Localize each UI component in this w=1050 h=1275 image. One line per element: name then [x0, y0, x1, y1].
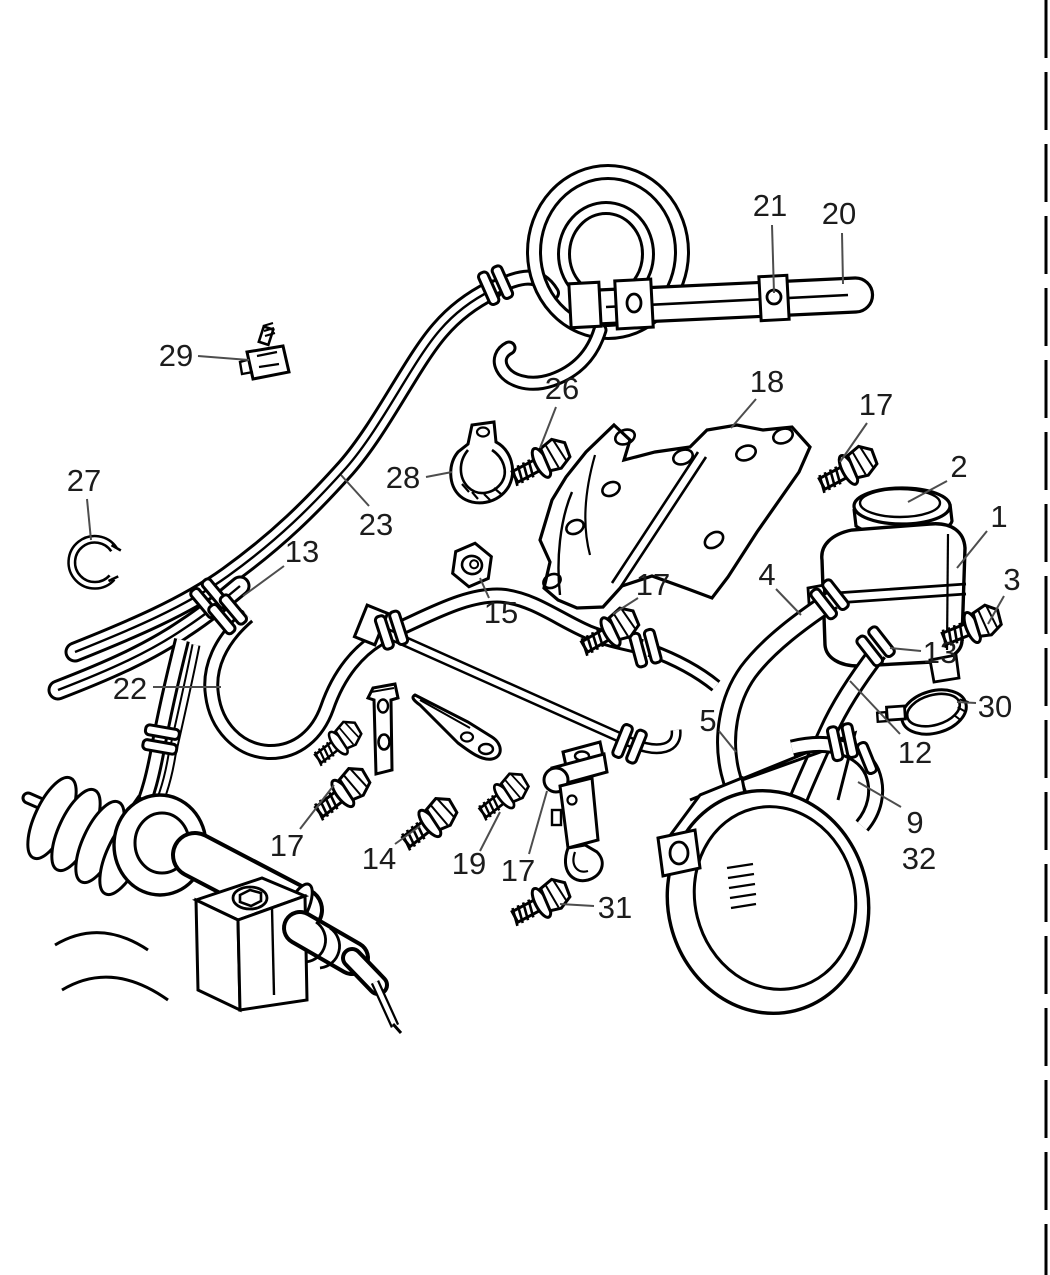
gear-inlet-hoses	[119, 638, 201, 836]
part-callout-23[interactable]: 23	[359, 507, 393, 542]
rack-mounting-block	[191, 876, 310, 1013]
leader-line-14	[394, 825, 421, 845]
leader-line-17	[612, 597, 639, 615]
leader-line-31	[559, 903, 595, 907]
strap-bracket	[365, 682, 400, 776]
bolt-26	[504, 433, 577, 494]
leader-line-27	[86, 498, 92, 541]
return-hose-22	[203, 587, 721, 760]
return-hose-12	[788, 645, 886, 804]
leader-line-19	[479, 811, 501, 852]
part-callout-13[interactable]: 13	[285, 534, 319, 569]
leader-line-12	[849, 680, 901, 735]
part-callout-5[interactable]: 5	[699, 703, 716, 738]
nut-15	[451, 541, 493, 589]
pump-pulley	[665, 788, 871, 1016]
lever-link-arm	[411, 693, 502, 761]
part-callout-17[interactable]: 17	[859, 387, 893, 422]
tube-bundle-lower	[47, 575, 251, 701]
part-callout-22[interactable]: 22	[113, 671, 147, 706]
leader-line-1	[956, 530, 988, 569]
part-callout-2[interactable]: 2	[950, 449, 967, 484]
leader-line-17	[299, 784, 335, 830]
cooler-tube-20	[567, 273, 875, 331]
tube-clamp-28	[449, 420, 514, 505]
part-callout-31[interactable]: 31	[598, 890, 632, 925]
leader-line-4	[775, 588, 802, 616]
part-callout-1[interactable]: 1	[990, 499, 1007, 534]
part-callout-28[interactable]: 28	[386, 460, 420, 495]
reservoir-cap	[852, 486, 954, 538]
callout-labels: 21 20 29 26 18 17 2 27 28 23 1 13 3 15 17 4 13 22 30 12 5 932…	[67, 188, 1021, 925]
leader-line-23	[340, 474, 370, 507]
power-steering-pump	[656, 730, 885, 1016]
part-callout-12[interactable]: 12	[898, 735, 932, 770]
part-callout-32[interactable]: 32	[902, 841, 936, 876]
part-callout-21[interactable]: 21	[753, 188, 787, 223]
supply-hose-4	[716, 591, 838, 846]
part-callout-17[interactable]: 17	[636, 567, 670, 602]
part-callout-4[interactable]: 4	[758, 557, 775, 592]
diagram-artwork	[21, 0, 1048, 1275]
tube-bundle-upper	[64, 279, 503, 663]
leader-line-2	[907, 480, 948, 503]
leader-line-17	[839, 422, 868, 463]
bolt-19	[471, 766, 536, 827]
pump-bracket	[661, 775, 750, 884]
leader-line-13	[242, 565, 285, 597]
leader-line-17	[528, 790, 548, 855]
leader-line-5	[718, 730, 737, 753]
part-callout-17[interactable]: 17	[270, 828, 304, 863]
pinion-hub	[112, 793, 208, 897]
leader-line-18	[730, 398, 757, 429]
leader-line-13	[889, 647, 922, 652]
leader-line-9	[857, 781, 902, 808]
part-callout-15[interactable]: 15	[484, 595, 518, 630]
leader-line-30	[956, 701, 977, 704]
bolt-17-small	[307, 715, 369, 772]
leader-line-3	[987, 595, 1005, 625]
part-callout-3[interactable]: 3	[1003, 562, 1020, 597]
snap-ring-27	[67, 534, 122, 590]
part-callout-27[interactable]: 27	[67, 463, 101, 498]
callout-leader-lines	[86, 224, 1005, 907]
part-callout-19[interactable]: 19	[452, 846, 486, 881]
hose-clamps-13	[140, 263, 898, 776]
part-callout-20[interactable]: 20	[822, 196, 856, 231]
part-callout-29[interactable]: 29	[159, 338, 193, 373]
part-callout-13[interactable]: 13	[923, 635, 957, 670]
part-callout-30[interactable]: 30	[978, 689, 1012, 724]
leader-line-28	[425, 471, 453, 478]
part-callout-26[interactable]: 26	[545, 371, 579, 406]
part-callout-17[interactable]: 17	[501, 853, 535, 888]
steering-rack-assembly	[21, 775, 403, 1034]
part-callout-18[interactable]: 18	[750, 364, 784, 399]
leader-line-21	[771, 224, 775, 294]
bolt-17-lower	[306, 760, 378, 828]
leader-line-26	[539, 406, 557, 449]
leader-line-15	[479, 577, 490, 599]
part-callout-9[interactable]: 9	[906, 805, 923, 840]
hose-bracket-17	[542, 740, 609, 883]
part-callout-14[interactable]: 14	[362, 841, 396, 876]
bolt-17-mid	[573, 601, 647, 664]
leader-line-20	[841, 232, 844, 285]
cooler-loop-hose	[488, 164, 690, 391]
leader-line-29	[197, 355, 250, 361]
retainer-clip-29	[238, 322, 291, 381]
